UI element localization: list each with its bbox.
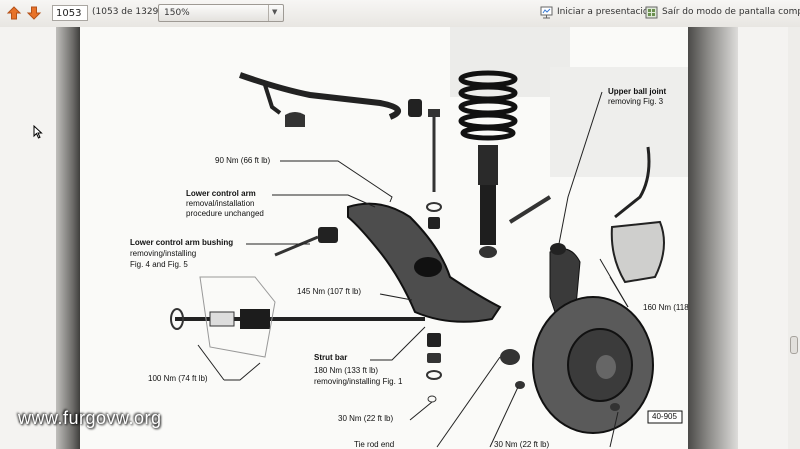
label-torque-160: 160 Nm (118 (643, 303, 688, 312)
label-bushing-sub1: removing/installing (130, 249, 197, 258)
fullscreen-icon (645, 6, 658, 19)
exit-fullscreen-label: Saír do modo de pantalla completa (662, 7, 800, 17)
label-bushing: Lower control arm bushing (130, 238, 234, 247)
document-page: Upper ball joint removing Fig. 3 90 Nm (… (80, 27, 688, 449)
figure-code: 40-905 (652, 412, 677, 421)
zoom-dropdown-arrow[interactable]: ▼ (268, 5, 283, 21)
watermark: www.furgovw.org (18, 408, 162, 428)
label-tie-rod-end: Tie rod end (354, 440, 395, 449)
toolbar: 1053 (1053 de 1329) 150% ▼ Iniciar a pre… (0, 0, 800, 28)
presentation-icon (540, 6, 553, 19)
label-torque-90: 90 Nm (66 ft lb) (215, 156, 271, 165)
previous-page-button[interactable] (6, 5, 22, 21)
chevron-down-icon: ▼ (272, 8, 278, 16)
label-upper-ball-joint: Upper ball joint (608, 87, 667, 96)
label-lower-control-arm-sub2: procedure unchanged (186, 209, 264, 218)
mouse-pointer-icon (33, 125, 43, 139)
label-torque-30a: 30 Nm (22 ft lb) (338, 414, 394, 423)
document-viewer[interactable]: Upper ball joint removing Fig. 3 90 Nm (… (0, 27, 800, 449)
label-lower-control-arm-sub1: removal/installation (186, 199, 255, 208)
page-count: (1053 de 1329) (92, 7, 162, 17)
arrow-up-icon (6, 6, 22, 20)
label-lower-control-arm: Lower control arm (186, 189, 256, 198)
label-torque-30b: 30 Nm (22 ft lb) (494, 440, 550, 449)
label-torque-180: 180 Nm (133 ft lb) (314, 366, 379, 375)
arrow-down-icon (26, 6, 42, 20)
page-shadow-left (56, 27, 80, 449)
label-bushing-sub2: Fig. 4 and Fig. 5 (130, 260, 188, 269)
label-strut-bar-sub: removing/installing Fig. 1 (314, 377, 403, 386)
suspension-diagram (170, 27, 688, 448)
page-shadow-right (688, 27, 738, 449)
label-upper-ball-joint-sub: removing Fig. 3 (608, 97, 664, 106)
label-strut-bar: Strut bar (314, 353, 348, 362)
start-presentation-label: Iniciar a presentación (557, 7, 655, 17)
label-torque-100: 100 Nm (74 ft lb) (148, 374, 208, 383)
scrollbar-thumb[interactable] (790, 336, 798, 354)
vertical-scrollbar[interactable] (788, 27, 800, 449)
zoom-value: 150% (164, 8, 190, 18)
label-torque-145: 145 Nm (107 ft lb) (297, 287, 362, 296)
next-page-button[interactable] (26, 5, 42, 21)
zoom-select[interactable]: 150% ▼ (158, 4, 284, 22)
page-number-input[interactable]: 1053 (52, 5, 88, 21)
start-presentation-button[interactable]: Iniciar a presentación (540, 6, 654, 22)
exit-fullscreen-button[interactable]: Saír do modo de pantalla completa (645, 6, 800, 22)
